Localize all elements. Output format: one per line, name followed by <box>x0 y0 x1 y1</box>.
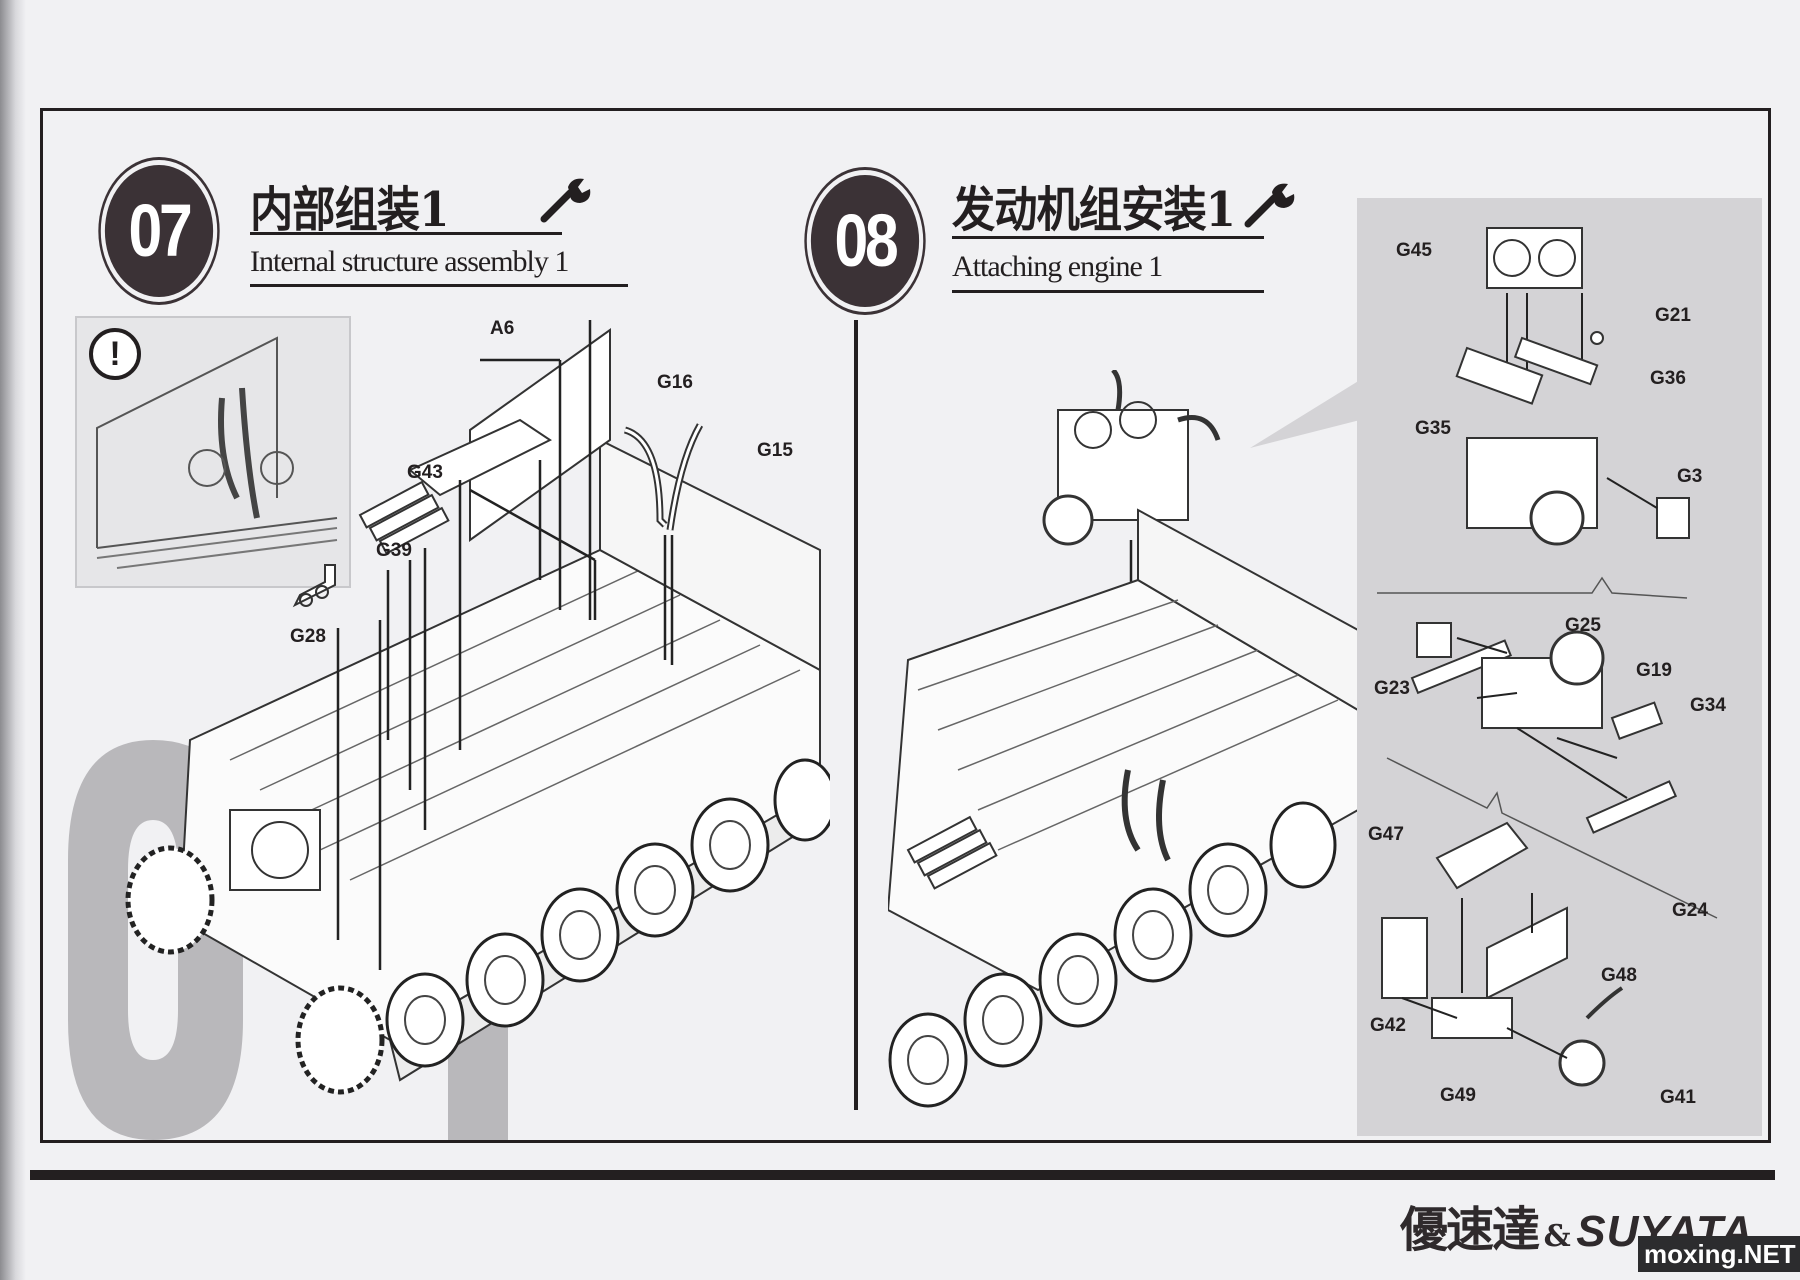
part-label-G48: G48 <box>1601 965 1637 986</box>
part-label-G21: G21 <box>1655 305 1691 326</box>
step-08-title-cn: 发动机组安装1 <box>952 182 1236 238</box>
top-rule <box>40 108 1770 111</box>
engine-exploded-panel <box>1357 198 1762 1136</box>
wrench-icon <box>540 178 591 223</box>
step-08-title-underline <box>952 236 1264 239</box>
step-08-number-badge: 08 <box>806 170 924 312</box>
part-label-G41: G41 <box>1660 1087 1696 1108</box>
part-label-G34: G34 <box>1690 695 1726 716</box>
watermark-text: moxing.NET <box>1638 1236 1800 1272</box>
part-label-G15: G15 <box>757 440 793 461</box>
brand-ampersand: & <box>1543 1219 1571 1254</box>
part-label-G28: G28 <box>290 626 326 647</box>
part-label-G35: G35 <box>1415 418 1451 439</box>
right-rule <box>1768 108 1771 1143</box>
bottom-rule-thick <box>30 1170 1775 1180</box>
engine-exploded-drawing <box>1377 227 1718 1087</box>
caution-inset: ! <box>75 316 351 588</box>
left-rule <box>40 108 43 1143</box>
exclamation-icon: ! <box>89 328 141 380</box>
wrench-icon <box>1244 183 1295 228</box>
brand-name-cn: 優速達 <box>1400 1202 1540 1258</box>
step-07-title-underline <box>250 232 562 235</box>
part-label-G49: G49 <box>1440 1085 1476 1106</box>
step-07-subtitle-underline <box>250 284 628 287</box>
part-label-G16: G16 <box>657 372 693 393</box>
callout-wedge <box>1250 380 1360 448</box>
inset-detail-drawing <box>96 336 338 569</box>
part-label-G3: G3 <box>1677 466 1703 487</box>
part-label-G43: G43 <box>407 462 443 483</box>
binding-spine <box>0 0 26 1280</box>
step-07-title-en: Internal structure assembly 1 <box>250 245 569 278</box>
part-label-G45: G45 <box>1396 240 1432 261</box>
step-07-number-badge: 07 <box>100 160 218 302</box>
step-07-title-cn: 内部组装1 <box>250 182 449 238</box>
step-divider <box>854 320 858 1110</box>
step-08-hull-drawing <box>888 370 1358 1108</box>
bottom-rule-thin <box>40 1140 1771 1143</box>
part-label-G23: G23 <box>1374 678 1410 699</box>
part-label-G47: G47 <box>1368 824 1404 845</box>
part-label-G24: G24 <box>1672 900 1708 921</box>
part-label-G19: G19 <box>1636 660 1672 681</box>
part-label-G39: G39 <box>376 540 412 561</box>
step-07-hull-drawing <box>125 320 830 1095</box>
part-label-G36: G36 <box>1650 368 1686 389</box>
step-08-title-en: Attaching engine 1 <box>952 250 1163 283</box>
part-label-G25: G25 <box>1565 615 1601 636</box>
part-label-A6: A6 <box>490 318 515 339</box>
part-label-G42: G42 <box>1370 1015 1406 1036</box>
step-08-subtitle-underline <box>952 290 1264 293</box>
